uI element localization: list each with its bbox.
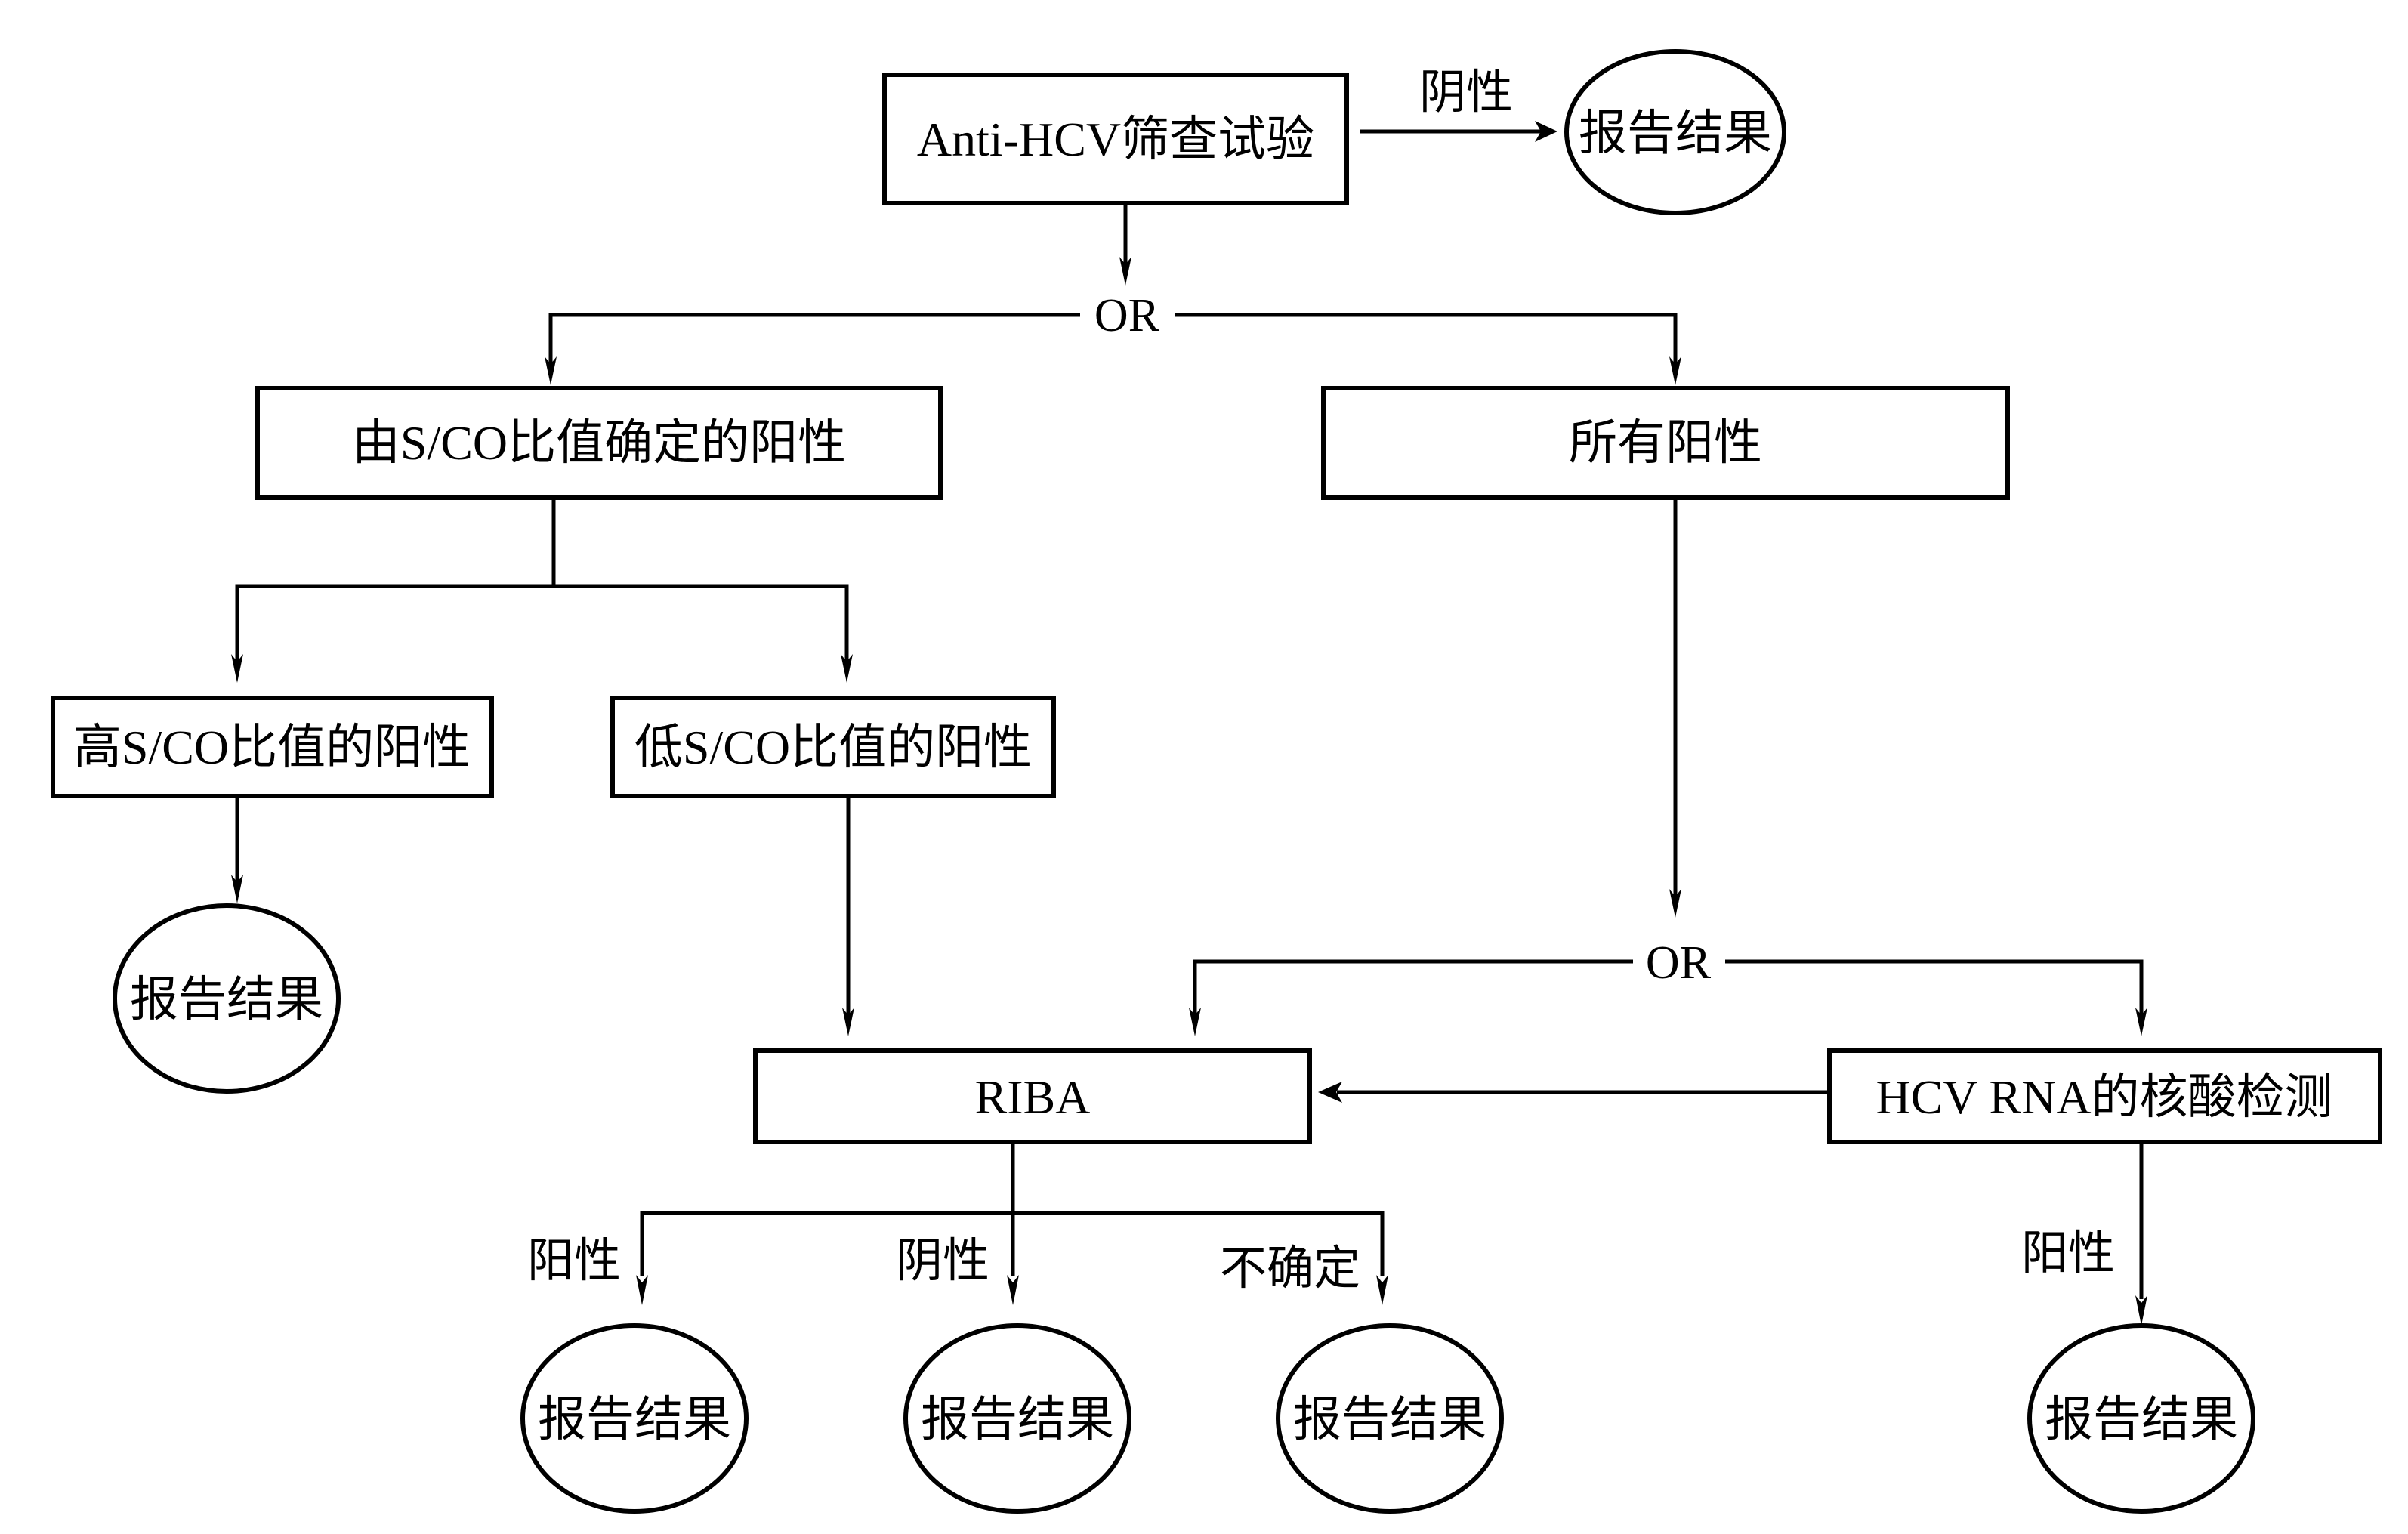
arrowhead bbox=[2135, 1295, 2147, 1326]
arrowhead bbox=[1189, 1008, 1201, 1036]
report-result-high bbox=[113, 903, 341, 1094]
riba-label: RIBA bbox=[975, 1070, 1091, 1124]
report-result-riba-negative-label: 报告结果 bbox=[921, 1393, 1114, 1446]
edge-label-riba-negative: 阴性 bbox=[896, 1236, 989, 1287]
or-label-2: OR bbox=[1646, 937, 1712, 989]
low-sco-label: 低S/CO比值的阳性 bbox=[634, 721, 1032, 774]
arrowhead bbox=[1535, 121, 1557, 142]
arrowhead bbox=[545, 356, 557, 385]
edge-or1-left bbox=[548, 313, 1080, 370]
arrowhead bbox=[1318, 1082, 1342, 1103]
or-label-1: OR bbox=[1094, 290, 1160, 341]
hcv-rna-label: HCV RNA的核酸检测 bbox=[1875, 1070, 2332, 1124]
report-result-top bbox=[1564, 49, 1786, 215]
arrowhead bbox=[2135, 1008, 2147, 1036]
report-result-rna-positive bbox=[2027, 1323, 2255, 1514]
report-result-rna-positive-label: 报告结果 bbox=[2045, 1393, 2238, 1446]
edge-or2-left bbox=[1193, 959, 1633, 1020]
sco-positive-box bbox=[255, 386, 943, 500]
hcv-rna-box bbox=[1827, 1048, 2382, 1144]
low-sco-box bbox=[610, 696, 1056, 798]
arrowhead bbox=[1669, 889, 1681, 918]
edge-label-riba-indeterminate: 不确定 bbox=[1220, 1243, 1360, 1295]
report-result-riba-positive-label: 报告结果 bbox=[538, 1393, 731, 1446]
all-positive-label: 所有阳性 bbox=[1569, 416, 1762, 470]
high-sco-box bbox=[51, 696, 494, 798]
edge-or1-right bbox=[1175, 313, 1678, 370]
edge-label-negative-top: 阴性 bbox=[1419, 67, 1513, 119]
arrowhead bbox=[1119, 257, 1131, 286]
report-result-riba-negative bbox=[903, 1323, 1131, 1514]
report-result-riba-indeterminate bbox=[1276, 1323, 1504, 1514]
report-result-riba-indeterminate-label: 报告结果 bbox=[1293, 1393, 1486, 1446]
all-positive-box bbox=[1321, 386, 2010, 500]
arrowhead bbox=[842, 1008, 854, 1036]
arrowhead bbox=[1376, 1275, 1388, 1305]
report-result-riba-positive bbox=[520, 1323, 749, 1514]
report-result-high-label: 报告结果 bbox=[130, 973, 323, 1026]
high-sco-label: 高S/CO比值的阳性 bbox=[73, 721, 471, 774]
arrowhead bbox=[841, 654, 853, 683]
arrowhead bbox=[1007, 1275, 1019, 1305]
edge-riba-split bbox=[640, 1211, 1385, 1276]
sco-positive-label: 由S/CO比值确定的阳性 bbox=[352, 416, 846, 470]
edge-label-rna-positive: 阳性 bbox=[2021, 1228, 2115, 1279]
arrowhead bbox=[231, 875, 243, 903]
arrowhead bbox=[231, 654, 243, 683]
arrowhead bbox=[636, 1275, 648, 1305]
report-result-top-label: 报告结果 bbox=[1579, 106, 1772, 160]
edge-sco-split bbox=[235, 584, 849, 665]
arrowhead bbox=[1669, 356, 1681, 385]
edge-or2-right bbox=[1725, 959, 2144, 1020]
edge-label-riba-positive: 阳性 bbox=[527, 1236, 621, 1287]
riba-box bbox=[753, 1048, 1312, 1144]
screening-box bbox=[882, 73, 1349, 205]
screening-label: Anti-HCV筛查试验 bbox=[917, 113, 1314, 166]
